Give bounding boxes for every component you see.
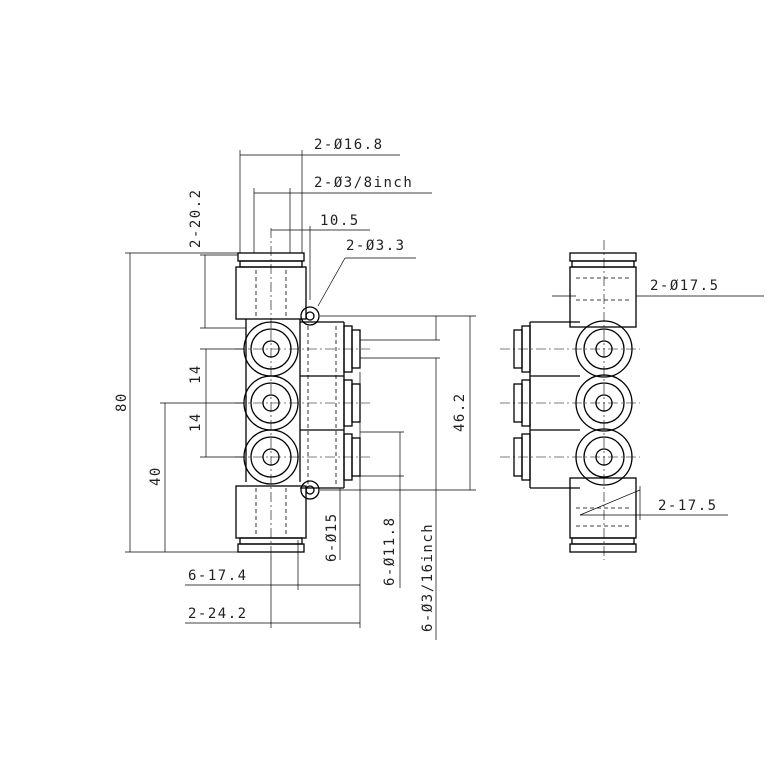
branch-port-circles [235,321,370,555]
label-side-port-od: 2-Ø17.5 [650,278,720,294]
side-view [500,240,764,560]
label-main-tube: 2-Ø3/8inch [314,175,413,191]
label-side-port-length: 2-17.5 [658,498,718,514]
label-half-height: 40 [148,466,164,486]
label-total-height: 80 [114,392,130,412]
label-main-port-length: 2-20.2 [188,188,204,248]
label-branch-span: 46.2 [452,392,468,432]
manifold-body [245,319,345,489]
label-branch-tube: 6-Ø3/16inch [420,523,436,632]
upper-main-port [235,228,307,330]
label-branch-length: 6-17.4 [188,568,248,584]
label-main-ports-od: 2-Ø16.8 [314,137,384,153]
label-offset: 10.5 [320,213,360,229]
lower-main-port [235,485,307,553]
label-branch-collet: 6-Ø11.8 [382,516,398,586]
label-body-width: 2-24.2 [188,606,248,622]
label-branch-od: 6-Ø15 [324,512,340,562]
label-pitch-2: 14 [188,412,204,432]
front-view [235,228,370,555]
label-pitch-1: 14 [188,364,204,384]
dimension-labels: 2-Ø16.8 2-Ø3/8inch 10.5 2-Ø3.3 2-20.2 80… [114,137,720,632]
dimension-lines [125,150,476,640]
label-mount-holes: 2-Ø3.3 [346,238,406,254]
